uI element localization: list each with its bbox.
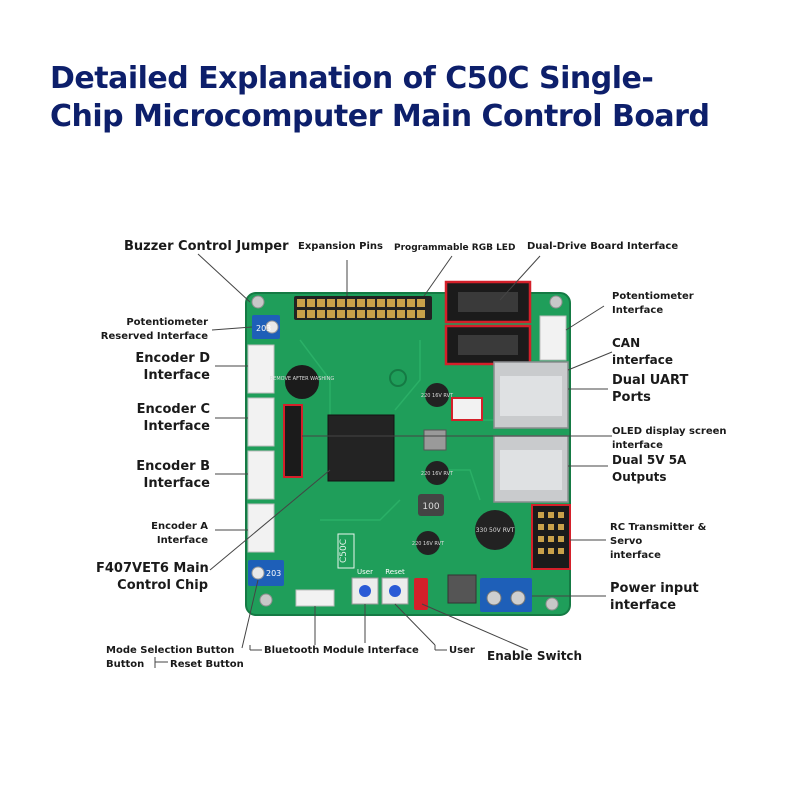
label-dual-uart: Dual UART Ports: [612, 373, 689, 405]
buttons: [351, 577, 409, 605]
label-encoder-b: Encoder B Interface: [136, 459, 210, 491]
label-can: CAN interface: [612, 336, 674, 367]
label-user: User: [449, 645, 475, 656]
label-main-chip: F407VET6 Main Control Chip: [96, 561, 209, 593]
label-expansion-pins: Expansion Pins: [298, 241, 383, 252]
label-pot-reserved: Potentiometer Reserved Interface: [100, 317, 208, 342]
dual-drive-connectors: [444, 280, 532, 366]
label-dual-5v: Dual 5V 5A Outputs: [612, 453, 687, 484]
cap-mid-label: 220 16V RVT: [421, 471, 454, 477]
label-buzzer-jumper: Buzzer Control Jumper: [124, 239, 289, 254]
label-encoder-a: Encoder A Interface: [151, 521, 208, 546]
inductor-small: [423, 429, 447, 451]
silk-reset: Reset: [385, 568, 405, 576]
power-inductor: [447, 574, 477, 604]
label-mode-button: Mode Selection Button Button: [106, 645, 235, 670]
label-pot-interface: Potentiometer Interface: [612, 291, 694, 316]
mount-hole-tl: [251, 295, 265, 309]
mount-hole-br: [545, 597, 559, 611]
rc-servo-header: [531, 504, 571, 570]
cap-upper-label: 220 16V RVT: [421, 393, 454, 399]
label-dual-drive: Dual-Drive Board Interface: [527, 241, 679, 252]
capacitors: [416, 383, 515, 555]
mode-potentiometer: 203: [248, 560, 284, 586]
encoder-connectors: [247, 344, 275, 553]
expansion-pin-header: [294, 296, 432, 320]
pot-code-top: 203: [256, 324, 271, 333]
power-terminal: [480, 578, 532, 612]
enable-switch-body: [414, 578, 428, 610]
label-rgb-led: Programmable RGB LED: [394, 243, 516, 253]
label-encoder-d: Encoder D Interface: [135, 351, 210, 383]
label-reset-button: Reset Button: [170, 659, 244, 670]
label-encoder-c: Encoder C Interface: [136, 402, 210, 434]
main-control-chip: [327, 414, 395, 482]
potentiometer-interface-connector: [539, 315, 567, 361]
reserved-potentiometer: 203: [252, 315, 280, 339]
cap-small-label: 220 16V RVT: [412, 541, 445, 547]
buzzer-text: REMOVE AFTER WASHING: [270, 376, 335, 382]
label-bluetooth: Bluetooth Module Interface: [264, 645, 419, 656]
inductor-label: 100: [422, 502, 439, 512]
title-line-1: Detailed Explanation of C50C Single-: [50, 61, 654, 96]
mounting-ring: [389, 369, 407, 387]
can-connector: [451, 397, 483, 421]
label-enable-switch: Enable Switch: [487, 649, 583, 663]
cap-big-label: 330 50V RVT: [476, 527, 515, 534]
title-line-2: Chip Microcomputer Main Control Board: [50, 99, 710, 134]
mount-hole-bl: [259, 593, 273, 607]
label-oled: OLED display screen interface: [612, 426, 727, 451]
bluetooth-connector: [295, 589, 335, 607]
label-power-input: Power input interface: [610, 581, 699, 613]
mount-hole-tr: [549, 295, 563, 309]
page-title: Detailed Explanation of C50C Single- Chi…: [50, 60, 750, 136]
uart-ports: [493, 361, 569, 503]
pot-code-bottom: 203: [266, 569, 281, 578]
inductor: [418, 494, 444, 516]
label-rc-servo: RC Transmitter & Servo interface: [610, 522, 707, 561]
oled-header: [283, 404, 303, 478]
board-name-silk: C50C: [339, 539, 349, 563]
silk-user: User: [357, 568, 373, 576]
buzzer: REMOVE AFTER WASHING: [270, 365, 335, 399]
